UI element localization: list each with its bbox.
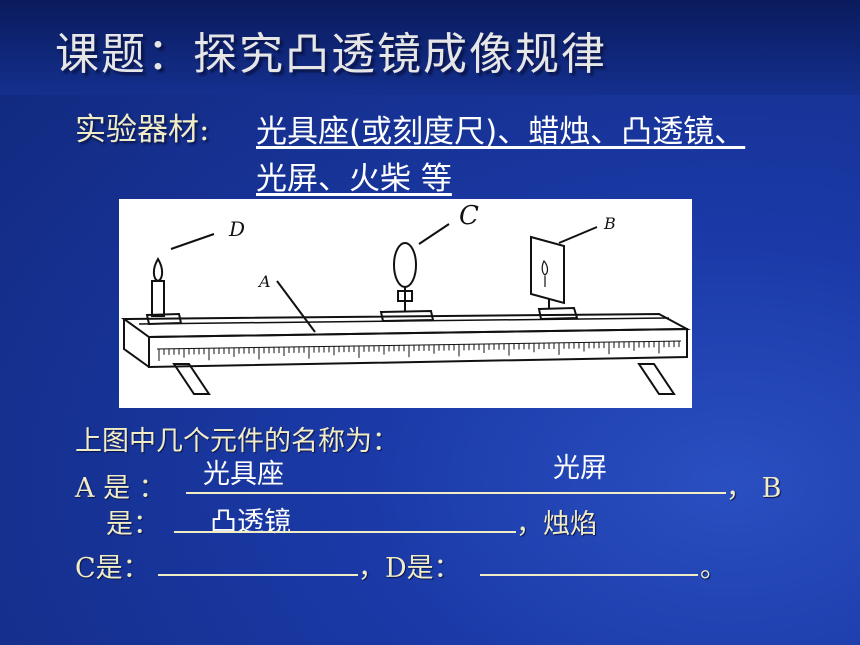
answer-b-text: 光屏	[553, 453, 607, 484]
label-d: D	[228, 217, 245, 241]
answer-a-text: 光具座	[203, 459, 284, 490]
label-a: A	[257, 272, 271, 291]
materials-line-2: 光屏、火柴 等	[256, 161, 452, 197]
slider-b	[537, 306, 579, 321]
optical-bench-drawing: D C B A	[120, 201, 691, 395]
answer-d-blank	[480, 574, 698, 576]
candle	[151, 280, 165, 317]
label-c: C	[459, 201, 479, 231]
answer-b-prefix: 是：	[106, 509, 160, 540]
bench-front	[148, 327, 688, 369]
answer-c-suffix: ，烛焰	[516, 509, 597, 540]
slider-c	[379, 309, 435, 323]
answer-d-prefix: ，D是：	[358, 553, 461, 584]
label-b: B	[603, 214, 616, 233]
answer-c-text: 凸透镜	[210, 507, 291, 538]
answer-a-prefix: A 是 ：	[75, 473, 166, 504]
flame	[152, 257, 164, 283]
ruler-ticks	[158, 341, 680, 361]
answer-c-prefix: C是：	[75, 553, 150, 584]
question-intro: 上图中几个元件的名称为：	[75, 426, 399, 457]
answer-b-blank	[174, 531, 516, 533]
materials-label: 实验器材:	[75, 112, 210, 148]
slider-d	[145, 312, 183, 326]
screen	[530, 235, 565, 305]
optical-bench-figure: D C B A	[119, 199, 692, 408]
title-band	[0, 0, 860, 95]
materials-line-1: 光具座(或刻度尺)、蜡烛、凸透镜、	[256, 114, 746, 150]
bench-leg-right	[637, 363, 676, 395]
answer-c-blank	[158, 574, 358, 576]
answer-b-label: ， B	[726, 473, 782, 504]
answer-end: 。	[700, 553, 727, 584]
slide-title: 课题：探究凸透镜成像规律	[55, 29, 607, 80]
answer-a-blank	[186, 492, 726, 494]
bench-leg-left	[172, 363, 211, 395]
lens	[393, 242, 417, 288]
